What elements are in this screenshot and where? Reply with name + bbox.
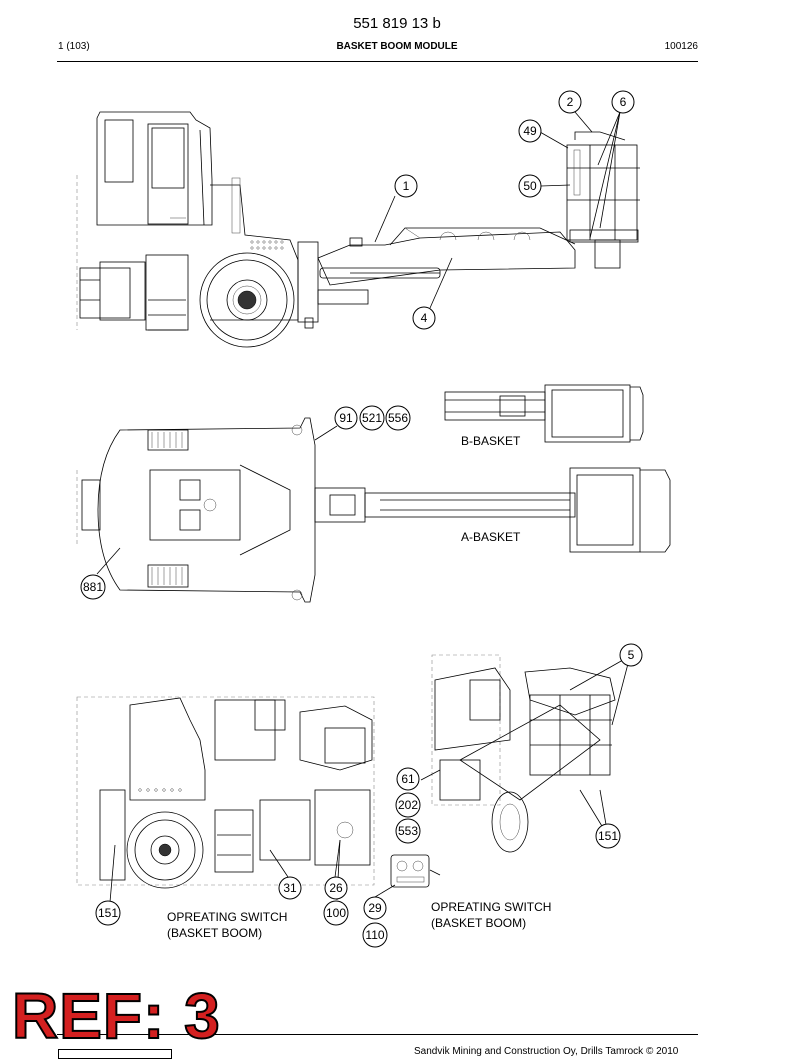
callout-31: 31 bbox=[278, 876, 302, 900]
operating-switch-label-left-line2: (BASKET BOOM) bbox=[167, 926, 262, 940]
svg-text:61: 61 bbox=[401, 772, 415, 786]
ref-stamp: REF: 3 bbox=[11, 980, 221, 1052]
svg-text:5: 5 bbox=[628, 648, 635, 662]
b-basket-label: B-BASKET bbox=[461, 434, 521, 448]
top-view-drawing bbox=[76, 384, 671, 603]
callout-26: 26 bbox=[324, 876, 348, 900]
callout-881: 881 bbox=[80, 574, 106, 600]
detail-left-drawing bbox=[76, 696, 375, 903]
callout-556: 556 bbox=[385, 405, 411, 431]
document-date: 100126 bbox=[664, 41, 698, 52]
svg-text:556: 556 bbox=[388, 411, 408, 425]
operating-switch-label-left-line1: OPREATING SWITCH bbox=[167, 910, 287, 924]
detail-right-drawing bbox=[420, 654, 631, 853]
callout-29: 29 bbox=[363, 896, 387, 920]
callout-151-right: 151 bbox=[595, 823, 621, 849]
callout-553: 553 bbox=[395, 818, 421, 844]
callout-110: 110 bbox=[362, 922, 388, 948]
sandvik-logo-icon bbox=[58, 1049, 172, 1059]
svg-text:151: 151 bbox=[598, 829, 618, 843]
svg-text:521: 521 bbox=[362, 411, 382, 425]
side-view-drawing bbox=[76, 111, 640, 348]
callout-202: 202 bbox=[395, 792, 421, 818]
a-basket-label: A-BASKET bbox=[461, 530, 521, 544]
svg-text:6: 6 bbox=[620, 95, 627, 109]
svg-text:31: 31 bbox=[283, 881, 297, 895]
svg-text:1: 1 bbox=[403, 179, 410, 193]
callout-4: 4 bbox=[412, 306, 436, 330]
document-title: BASKET BOOM MODULE bbox=[336, 41, 458, 52]
callout-521: 521 bbox=[359, 405, 385, 431]
document-number: 551 819 13 b bbox=[353, 15, 441, 32]
callout-61: 61 bbox=[396, 767, 420, 791]
page-number: 1 (103) bbox=[58, 41, 90, 52]
header-rule bbox=[57, 61, 698, 62]
footer-copyright: Sandvik Mining and Construction Oy, Dril… bbox=[414, 1046, 679, 1057]
callout-49: 49 bbox=[518, 119, 542, 143]
svg-text:49: 49 bbox=[523, 124, 537, 138]
svg-text:110: 110 bbox=[365, 928, 384, 942]
callout-151-left: 151 bbox=[95, 900, 121, 926]
svg-text:151: 151 bbox=[98, 906, 118, 920]
footer-rule bbox=[57, 1034, 698, 1035]
callout-50: 50 bbox=[518, 174, 542, 198]
svg-text:881: 881 bbox=[83, 580, 103, 594]
svg-text:2: 2 bbox=[567, 95, 574, 109]
callout-1: 1 bbox=[394, 174, 418, 198]
svg-text:202: 202 bbox=[398, 798, 418, 812]
svg-text:29: 29 bbox=[368, 901, 382, 915]
svg-text:91: 91 bbox=[339, 411, 353, 425]
svg-text:553: 553 bbox=[398, 824, 418, 838]
operating-switch-drawing bbox=[374, 854, 441, 898]
svg-text:100: 100 bbox=[326, 906, 346, 920]
svg-text:4: 4 bbox=[421, 311, 428, 325]
callout-6: 6 bbox=[611, 90, 635, 114]
callout-2: 2 bbox=[558, 90, 582, 114]
callout-5: 5 bbox=[619, 643, 643, 667]
svg-text:50: 50 bbox=[523, 179, 537, 193]
callout-100: 100 bbox=[323, 900, 349, 926]
operating-switch-label-right-line2: (BASKET BOOM) bbox=[431, 916, 526, 930]
svg-text:26: 26 bbox=[329, 881, 343, 895]
operating-switch-label-right-line1: OPREATING SWITCH bbox=[431, 900, 551, 914]
callout-91: 91 bbox=[334, 406, 358, 430]
